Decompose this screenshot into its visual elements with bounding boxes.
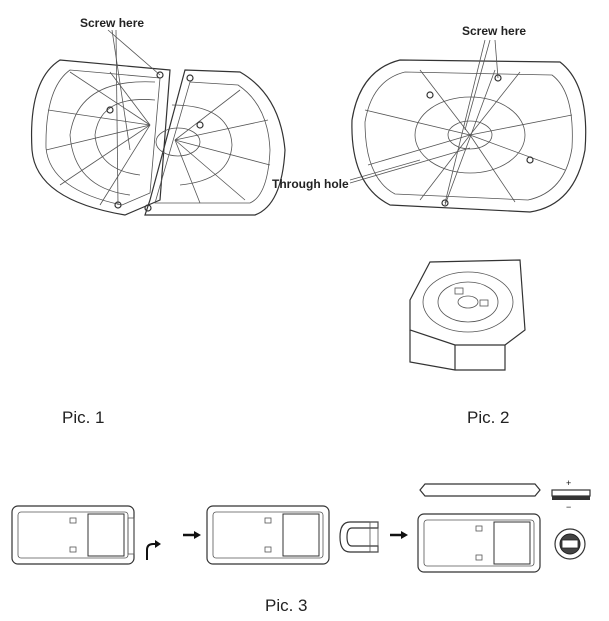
arrow-right-icon	[390, 531, 408, 539]
pic3-cover-plate	[419, 483, 541, 497]
arrow-right-icon	[183, 531, 201, 539]
svg-text:Screw here: Screw here	[80, 16, 144, 30]
battery-holder-icon	[554, 528, 586, 560]
coin-battery-icon: + −	[551, 478, 591, 512]
pic1-screw-callout: Screw here	[80, 16, 161, 206]
pic3-device-step3	[417, 513, 541, 573]
pic3-device-step2	[206, 505, 330, 565]
pic2-hole-callout: Through hole	[272, 147, 471, 191]
svg-text:Screw here: Screw here	[462, 24, 526, 38]
pic2-screw-callout: Screw here	[444, 24, 526, 204]
svg-text:Through hole: Through hole	[272, 177, 349, 191]
svg-text:+: +	[566, 478, 571, 488]
pic3-caption: Pic. 3	[265, 596, 308, 615]
pic1-caption: Pic. 1	[62, 408, 105, 427]
turn-arrow-icon	[146, 540, 161, 560]
battery-clip-icon	[339, 521, 379, 553]
pic2-caption: Pic. 2	[467, 408, 510, 427]
pic3-device-step1	[11, 505, 135, 565]
svg-text:−: −	[566, 502, 571, 512]
pic1-mounting-plate: Screw here	[30, 16, 286, 216]
pic2-mounting-plate: Screw here Through hole	[272, 24, 587, 213]
base-unit	[409, 259, 526, 371]
